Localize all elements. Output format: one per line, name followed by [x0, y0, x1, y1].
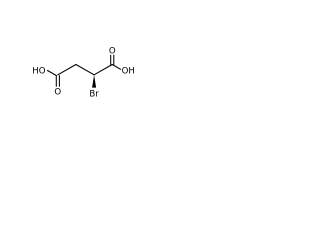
bond-c4-oh: [111, 63, 122, 70]
bond-ho-c1: [46, 69, 57, 77]
diagram-canvas: HO O O OH Br: [0, 0, 152, 152]
bond-c1-c2: [57, 63, 77, 76]
atom-label-carbonyl-oxygen-left: O: [54, 88, 61, 98]
wedge-bond-c3-br: [92, 74, 97, 88]
bond-c2-c3: [75, 63, 95, 76]
atom-label-hydroxyl-left: HO: [32, 67, 45, 77]
atom-label-hydroxyl-right: OH: [122, 67, 135, 77]
bond-c3-c4: [93, 63, 113, 76]
atom-label-carbonyl-oxygen-right: O: [109, 47, 116, 57]
atom-label-bromine: Br: [89, 90, 99, 100]
structural-formula: HO O O OH Br: [32, 47, 135, 100]
